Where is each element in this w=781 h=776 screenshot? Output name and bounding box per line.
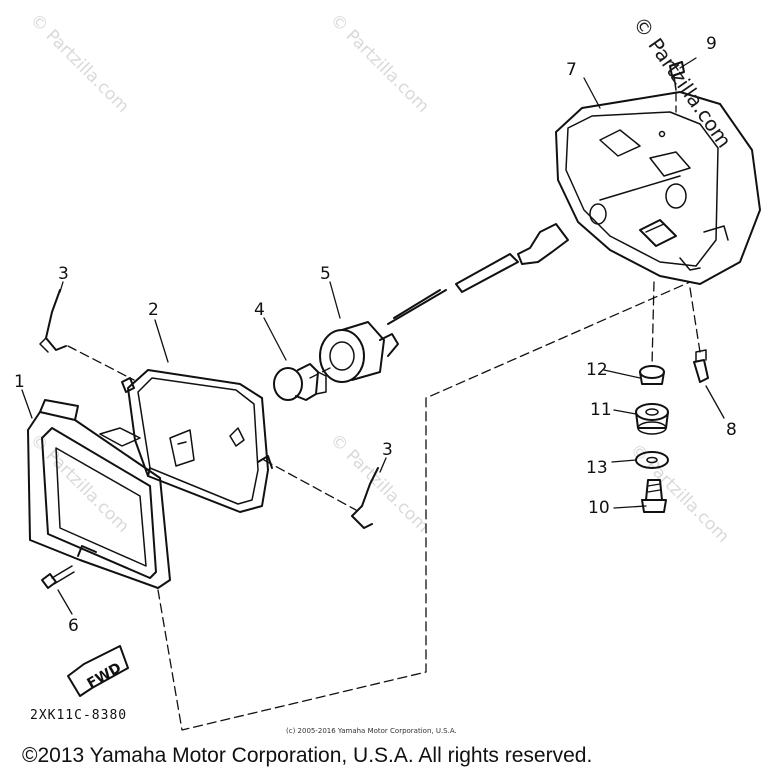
grommet-11 [635, 403, 669, 435]
collar-12 [639, 365, 665, 385]
callout-label: 1 [14, 372, 25, 392]
screw-9 [669, 61, 685, 91]
small-copyright: (c) 2005-2016 Yamaha Motor Corporation, … [286, 727, 457, 735]
bulb [273, 363, 327, 401]
callout-label: 11 [590, 400, 612, 420]
wire-sleeve [455, 253, 519, 293]
callout-label: 12 [586, 360, 608, 380]
spring-clip [351, 467, 379, 529]
callout-label: 7 [566, 60, 577, 80]
callout-label: 5 [320, 264, 331, 284]
callout-label: 3 [58, 264, 69, 284]
headlight-rim [27, 399, 171, 589]
bolt-10 [641, 479, 667, 513]
spring-clip [45, 289, 67, 351]
socket-wire [393, 289, 441, 319]
callout-label: 4 [254, 300, 265, 320]
washer-13 [635, 451, 669, 469]
part-code: 2XK11C-8380 [30, 708, 128, 723]
callout-label: 3 [382, 440, 393, 460]
callout-label: 6 [68, 616, 79, 636]
headlight-unit [121, 369, 273, 513]
headlight-housing [555, 91, 761, 285]
callout-label: 2 [148, 300, 159, 320]
bolt-8 [693, 349, 709, 383]
callout-label: 13 [586, 458, 608, 478]
wire-connector [517, 223, 569, 265]
screw-6 [41, 565, 75, 589]
callout-label: 8 [726, 420, 737, 440]
callout-label: 10 [588, 498, 610, 518]
bulb-socket [319, 321, 399, 383]
callout-label: 9 [706, 34, 717, 54]
footer-copyright: ©2013 Yamaha Motor Corporation, U.S.A. A… [22, 744, 593, 767]
fwd-arrow [67, 645, 129, 697]
